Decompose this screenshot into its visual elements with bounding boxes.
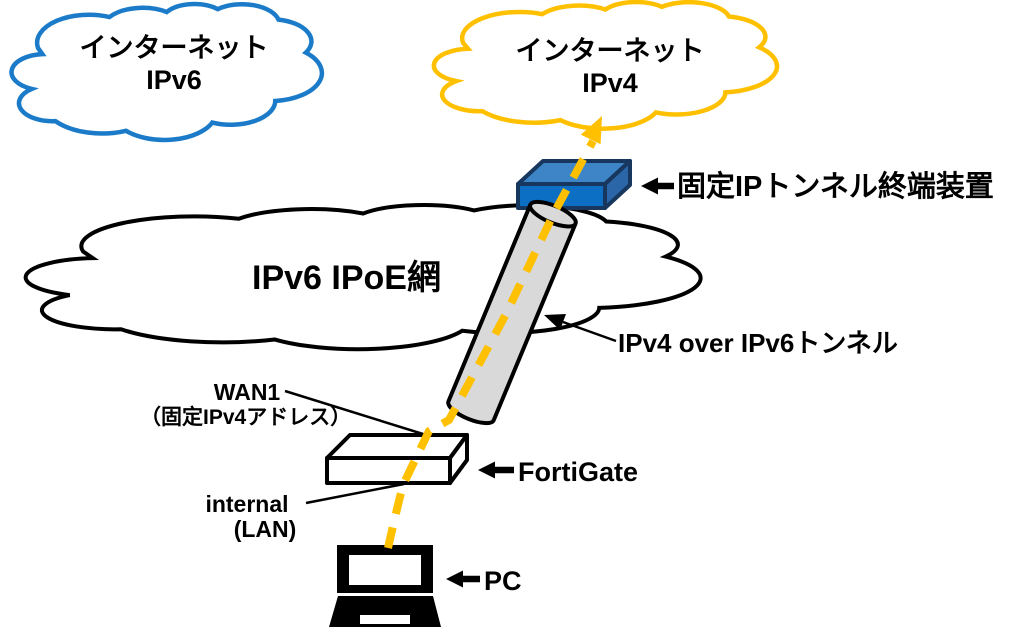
label-internet-ipv6: インターネット IPv6 xyxy=(8,26,340,96)
tunnel-endpoint-arrow xyxy=(641,177,674,195)
label-ipoe-network: IPv6 IPoE網 xyxy=(252,259,441,297)
fortigate-arrow xyxy=(478,461,514,479)
wan1-pointer-line xyxy=(284,389,424,436)
label-pc: PC xyxy=(484,566,522,596)
flow-arrowhead xyxy=(580,116,602,145)
internet-ipv4-line1: インターネット xyxy=(515,36,705,66)
pc-laptop-icon xyxy=(329,545,441,627)
tunnel-label-arrow xyxy=(544,314,617,343)
internet-ipv6-line2: IPv6 xyxy=(146,65,202,95)
label-wan1-detail: （固定IPv4アドレス） xyxy=(140,406,352,429)
label-internet-ipv4: インターネット IPv4 xyxy=(430,29,790,99)
label-fortigate: FortiGate xyxy=(518,457,639,487)
label-internal-detail: (LAN) xyxy=(233,516,297,542)
pc-arrow xyxy=(446,570,480,588)
traffic-flow-dashed-line xyxy=(384,116,602,549)
tunnel-endpoint-device xyxy=(516,159,632,210)
internal-pointer-line xyxy=(305,482,405,505)
internet-ipv4-line2: IPv4 xyxy=(582,68,638,98)
label-tunnel: IPv4 over IPv6トンネル xyxy=(618,328,898,358)
label-tunnel-endpoint: 固定IPトンネル終端装置 xyxy=(677,171,994,203)
label-internal: internal xyxy=(205,491,289,517)
fortigate-box xyxy=(325,433,469,485)
label-wan1: WAN1 xyxy=(213,379,281,405)
internet-ipv6-line1: インターネット xyxy=(79,33,269,63)
